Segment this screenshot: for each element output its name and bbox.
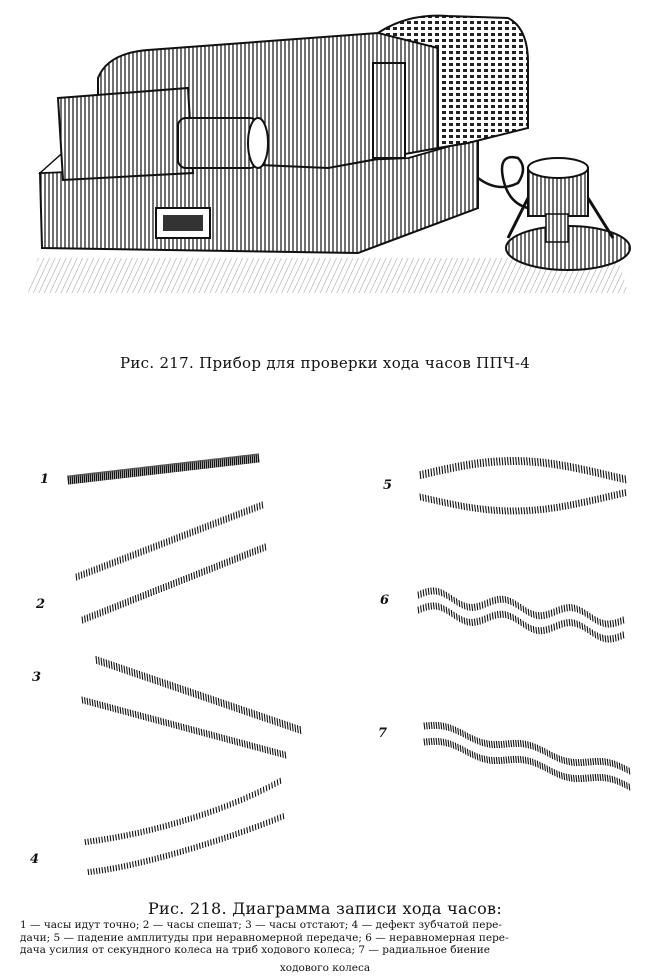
trace-number-4: 4 [30, 852, 40, 867]
trace-3-upper [95, 655, 302, 735]
trace-diagram: 1 2 3 4 5 6 7 [0, 430, 650, 890]
perforated-cover [375, 14, 529, 150]
trace-1 [67, 453, 260, 485]
trace-number-2: 2 [36, 597, 46, 612]
trace-4-lower [87, 813, 285, 876]
legend-line-4: ходового колеса [279, 962, 371, 974]
trace-7-lower [423, 737, 631, 791]
left-block [56, 86, 195, 182]
legend-line-1: 1 — часы идут точно; 2 — часы спешат; 3 … [20, 919, 502, 931]
trace-lines [67, 453, 631, 876]
trace-5-upper [419, 456, 627, 484]
figure-218-legend: 1 — часы идут точно; 2 — часы спешат; 3 … [20, 919, 626, 957]
cable [477, 155, 529, 210]
trace-2-upper [75, 501, 264, 581]
figure-218-caption: Рис. 218. Диаграмма записи хода часов: [147, 899, 503, 918]
legend-line-2: дачи; 5 — падение амплитуды при неравном… [20, 931, 509, 944]
trace-6-lower [417, 602, 625, 643]
table-surface [28, 258, 628, 293]
figure-217-caption: Рис. 217. Прибор для проверки хода часов… [119, 354, 531, 372]
legend-line-3: дача усилия от секундного колеса на триб… [20, 944, 490, 956]
trace-number-3: 3 [32, 670, 42, 685]
trace-number-7: 7 [378, 726, 388, 741]
trace-5-lower [419, 489, 627, 515]
trace-4-upper [84, 777, 282, 846]
trace-number-6: 6 [380, 593, 390, 608]
trace-6-upper [417, 587, 625, 628]
trace-2-lower [81, 543, 267, 624]
trace-3-lower [81, 696, 287, 759]
device-illustration [28, 14, 631, 293]
trace-number-5: 5 [383, 478, 393, 493]
trace-7-upper [423, 721, 631, 775]
recording-drum [177, 117, 259, 169]
trace-number-1: 1 [40, 472, 50, 487]
